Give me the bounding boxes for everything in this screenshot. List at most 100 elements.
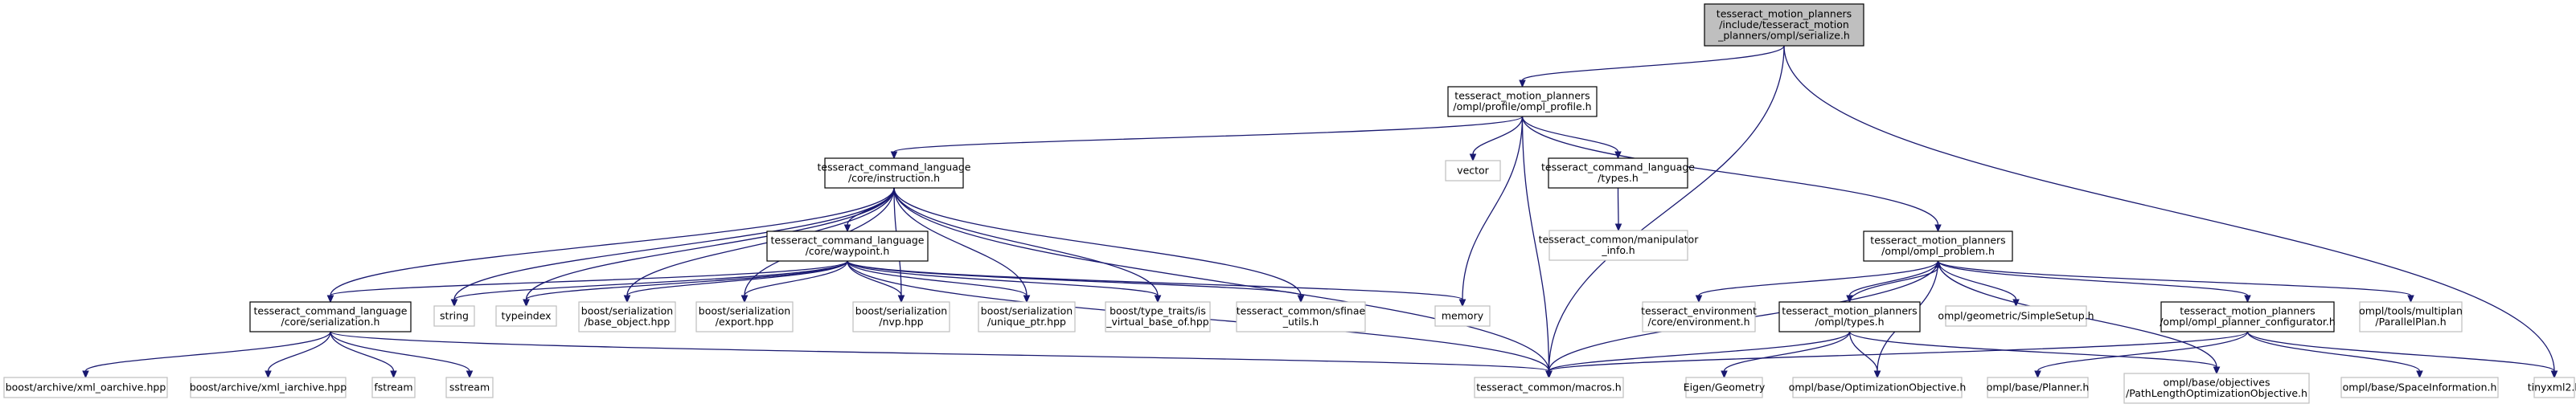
edge-ompl_problem-to-environment xyxy=(1695,260,1939,304)
node-macros: tesseract_common/macros.h xyxy=(1474,377,1624,398)
node-path-length: ompl/base/objectives/PathLengthOptimizat… xyxy=(2123,373,2310,404)
node-space-info: ompl/base/SpaceInformation.h xyxy=(2340,377,2499,398)
node-box xyxy=(433,305,475,327)
node-label-line: boost/archive/xml_oarchive.hpp xyxy=(6,381,166,393)
node-box xyxy=(2340,377,2499,398)
node-label-line: /ompl/ompl_problem.h xyxy=(1881,245,1995,257)
node-label-line: /ompl/profile/ompl_profile.h xyxy=(1453,100,1591,112)
node-label-line: boost/serialization xyxy=(981,305,1073,317)
node-planner: ompl/base/Planner.h xyxy=(1987,377,2089,398)
node-label-line: tinyxml2.h xyxy=(2528,381,2576,393)
edge-planner_cfg-to-macros xyxy=(1545,331,2249,379)
node-ompl-profile[interactable]: tesseract_motion_planners/ompl/profile/o… xyxy=(1447,86,1598,117)
node-label-line: sstream xyxy=(449,381,490,393)
node-box xyxy=(1704,3,1864,47)
edge-serialization-to-xml_oarchive xyxy=(82,331,331,379)
node-label-line: /nvp.hpp xyxy=(879,316,923,328)
node-box xyxy=(2160,301,2335,332)
node-box xyxy=(824,157,964,189)
edge-waypoint-to-base_object xyxy=(623,260,848,304)
node-vector: vector xyxy=(1445,160,1501,182)
node-label-line: _virtual_base_of.hpp xyxy=(1105,316,1208,328)
node-waypoint[interactable]: tesseract_command_language/core/waypoint… xyxy=(766,230,929,262)
edge-ompl_types-to-ompl_problem xyxy=(1848,259,1942,303)
node-label-line: /ParallelPlan.h xyxy=(2375,316,2446,328)
node-label-line: tesseract_common/macros.h xyxy=(1476,381,1621,393)
node-box xyxy=(578,301,676,332)
node-box xyxy=(371,377,416,398)
node-label-line: boost/serialization xyxy=(855,305,947,317)
node-label-line: /ompl/ompl_planner_configurator.h xyxy=(2160,316,2336,328)
node-box xyxy=(495,305,557,327)
node-label-line: _utils.h xyxy=(1282,316,1319,328)
node-label-line: /PathLengthOptimizationObjective.h xyxy=(2126,387,2307,399)
edge-waypoint-to-is_virtual xyxy=(847,260,1162,304)
edge-waypoint-to-export xyxy=(740,260,848,304)
node-xml-oarchive: boost/archive/xml_oarchive.hpp xyxy=(3,377,168,398)
node-label-line: /core/environment.h xyxy=(1647,316,1749,328)
node-box xyxy=(3,377,168,398)
node-opt-objective: ompl/base/OptimizationObjective.h xyxy=(1789,377,1966,398)
node-label-line: string xyxy=(440,309,469,321)
edge-ompl_profile-to-macros xyxy=(1521,116,1553,379)
node-typeindex: typeindex xyxy=(495,305,557,327)
node-box xyxy=(2533,377,2575,398)
node-root[interactable]: tesseract_motion_planners/include/tesser… xyxy=(1704,3,1864,47)
node-ompl-types[interactable]: tesseract_motion_planners/ompl/types.h xyxy=(1778,301,1921,332)
node-tcl-types[interactable]: tesseract_command_language/types.h xyxy=(1541,157,1695,189)
node-label-line: Eigen/Geometry xyxy=(1684,381,1766,393)
node-label-line: tesseract_motion_planners xyxy=(1782,305,1917,317)
edge-planner_cfg-to-tinyxml2 xyxy=(2246,331,2558,379)
edge-ompl_profile-to-ompl_problem xyxy=(1521,116,1942,233)
node-serialization[interactable]: tesseract_command_language/core/serializ… xyxy=(249,301,412,332)
node-box xyxy=(1105,301,1211,332)
node-label-line: tesseract_common/sfinae xyxy=(1237,305,1366,317)
edge-serialization-to-xml_iarchive xyxy=(265,331,331,379)
node-label-line: /include/tesseract_motion xyxy=(1719,18,1849,31)
node-ompl-problem[interactable]: tesseract_motion_planners/ompl/ompl_prob… xyxy=(1863,230,2013,262)
node-instruction[interactable]: tesseract_command_language/core/instruct… xyxy=(818,157,971,189)
node-box xyxy=(1434,305,1491,327)
node-label-line: tesseract_motion_planners xyxy=(1717,7,1852,19)
edge-planner_cfg-to-space_info xyxy=(2246,331,2423,379)
node-fstream: fstream xyxy=(371,377,416,398)
node-planner-cfg[interactable]: tesseract_motion_planners/ompl/ompl_plan… xyxy=(2160,301,2336,332)
node-box xyxy=(190,377,347,398)
graph-nodes: tesseract_motion_planners/include/tesser… xyxy=(3,3,2576,404)
edge-waypoint-to-unique_ptr xyxy=(847,260,1031,304)
node-box xyxy=(1548,157,1688,189)
node-label-line: tesseract_environment xyxy=(1641,305,1757,317)
node-eigen-geometry: Eigen/Geometry xyxy=(1684,377,1766,398)
node-box xyxy=(852,301,950,332)
node-box xyxy=(1778,301,1921,332)
node-label-line: boost/archive/xml_iarchive.hpp xyxy=(190,381,347,393)
node-environment: tesseract_environment/core/environment.h xyxy=(1641,301,1757,332)
node-box xyxy=(1987,377,2089,398)
edge-root-to-ompl_profile xyxy=(1519,45,1785,88)
node-label-line: _info.h xyxy=(1601,244,1635,256)
node-base-object: boost/serialization/base_object.hpp xyxy=(578,301,676,332)
node-unique-ptr: boost/serialization/unique_ptr.hpp xyxy=(978,301,1076,332)
edge-serialization-to-sstream xyxy=(330,331,474,379)
edge-waypoint-to-nvp xyxy=(847,260,905,304)
node-box xyxy=(1548,230,1688,261)
node-label-line: /core/instruction.h xyxy=(848,172,940,184)
node-box xyxy=(1236,301,1366,332)
node-label-line: /unique_ptr.hpp xyxy=(987,316,1066,328)
edge-ompl_types-to-opt_objective xyxy=(1848,331,1881,379)
node-label-line: tesseract_command_language xyxy=(818,161,971,173)
node-label-line: /ompl/types.h xyxy=(1815,316,1885,328)
node-label-line: /core/waypoint.h xyxy=(806,245,890,257)
node-label-line: tesseract_command_language xyxy=(254,305,408,317)
node-box xyxy=(1685,377,1763,398)
edge-ompl_problem-to-ompl_types xyxy=(1846,260,1939,304)
edge-waypoint-to-typeindex xyxy=(523,260,848,308)
node-label-line: tesseract_motion_planners xyxy=(2180,305,2315,317)
node-label-line: ompl/base/objectives xyxy=(2163,377,2270,389)
node-nvp: boost/serialization/nvp.hpp xyxy=(852,301,950,332)
node-box xyxy=(766,230,929,262)
edge-ompl_problem-to-planner_cfg xyxy=(1937,260,2251,304)
node-box xyxy=(978,301,1076,332)
node-label-line: /export.hpp xyxy=(716,316,774,328)
node-is-virtual: boost/type_traits/is_virtual_base_of.hpp xyxy=(1105,301,1211,332)
